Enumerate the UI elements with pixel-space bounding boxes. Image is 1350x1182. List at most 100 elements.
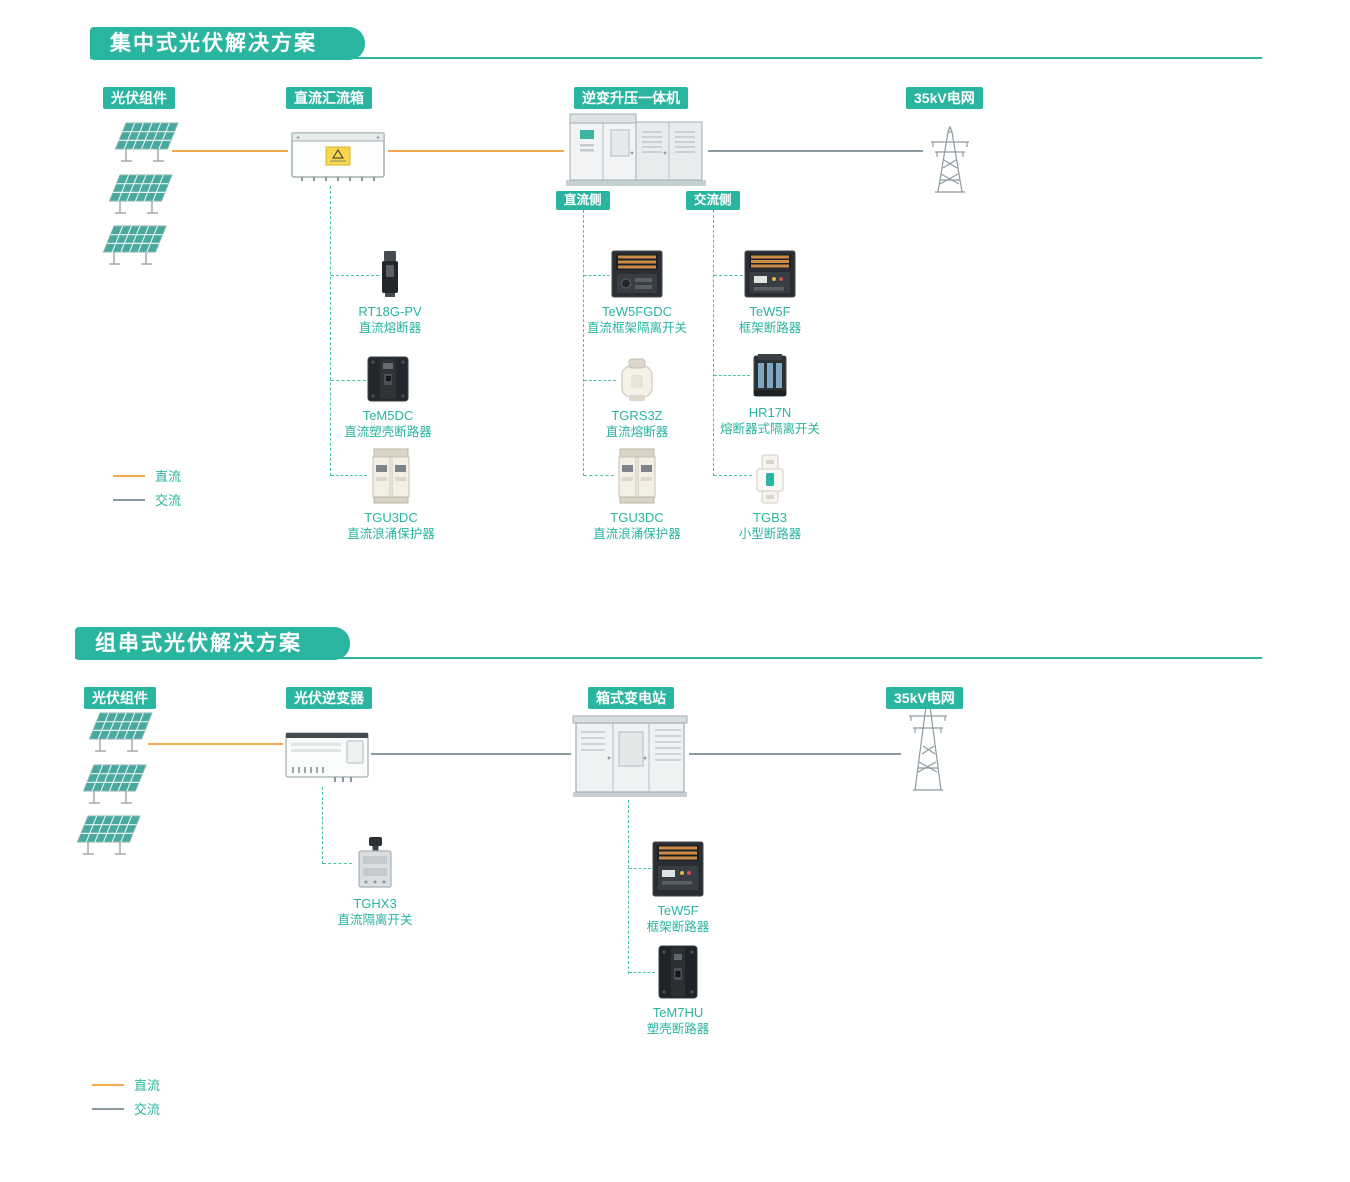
product-name: TGU3DC [364,510,418,525]
ac-line-inverter-to-substation [371,753,571,755]
tgrs3z-fuse-icon [582,355,692,405]
ac-line-inverter-to-grid [708,150,923,152]
section1-title: 集中式光伏解决方案 [90,27,365,60]
product-name: TGB3 [753,510,787,525]
product-desc: 熔断器式隔离开关 [719,422,820,436]
dashed-line-combiner-column [330,186,331,476]
ac-line-sample [92,1107,124,1110]
legend-ac-1: 交流 [113,490,181,509]
product-desc: 框架断路器 [646,920,710,934]
dashed-stub-a2 [331,380,366,381]
product-desc: 直流浪涌保护器 [593,527,681,541]
section2-title: 组串式光伏解决方案 [75,627,350,660]
section2-title-rule [75,657,1262,659]
station-label-grid-1: 35kV电网 [906,87,983,109]
product-name: TeW5FGDC [601,304,673,319]
legend-label-dc: 直流 [134,1078,161,1093]
dc-line-panels-to-combiner [172,150,288,152]
dashed-stub-b3 [584,475,614,476]
solar-panels-illustration-2 [70,710,154,870]
dc-line-combiner-to-inverter [388,150,564,152]
station-label-grid-2: 35kV电网 [886,687,963,709]
station-label-dc-combiner-box: 直流汇流箱 [286,87,372,109]
product-name: TeM7HU [652,1005,704,1020]
inverter-booster-station-illustration [564,108,708,195]
product-desc: 直流隔离开关 [337,913,413,927]
string-inverter-illustration [283,725,371,790]
tgb3-mini-breaker-icon [715,443,825,507]
dashed-stub-b2 [584,380,616,381]
dashed-stub-b1 [584,275,610,276]
dc-line-sample [113,474,145,477]
product-desc: 框架断路器 [738,321,802,335]
dashed-stub-c2 [714,375,750,376]
dashed-stub-d1 [323,863,352,864]
product-card-tem7hu: TeM7HU 塑壳断路器 [623,944,733,1037]
ac-line-sample [113,498,145,501]
product-name: HR17N [748,405,792,420]
product-name: TeW5F [657,903,699,918]
product-desc: 小型断路器 [738,527,802,541]
tgu3dc-surge-protector-icon [336,443,446,507]
grid-tower-illustration-2 [901,698,955,797]
ac-line-substation-to-grid [689,753,901,755]
station-label-box-substation: 箱式变电站 [588,687,674,709]
product-card-hr17n: HR17N 熔断器式隔离开关 [705,350,835,437]
product-card-tgu3dc-1: TGU3DC 直流浪涌保护器 [336,443,446,542]
product-card-tew5f-1: TeW5F 框架断路器 [710,249,830,336]
dashed-line-substation-column [628,800,629,974]
dashed-stub-c3 [714,475,752,476]
dashed-stub-a1 [331,275,379,276]
product-card-tew5fgdc: TeW5FGDC 直流框架隔离开关 [577,249,697,336]
product-name: TGU3DC [610,510,664,525]
product-card-tew5f-2: TeW5F 框架断路器 [618,838,738,935]
dashed-line-inverter-column [322,787,323,864]
dashed-stub-e1 [629,868,651,869]
product-card-tgb3: TGB3 小型断路器 [715,443,825,542]
product-card-tghx3: TGHX3 直流隔离开关 [320,835,430,928]
product-desc: 直流框架隔离开关 [586,321,687,335]
product-desc: 直流浪涌保护器 [347,527,435,541]
legend-dc-2: 直流 [92,1075,160,1094]
dashed-stub-c1 [714,275,743,276]
product-desc: 直流熔断器 [605,425,669,439]
tem5dc-breaker-icon [333,355,443,405]
dashed-stub-e2 [629,972,655,973]
solar-panels-illustration-1 [96,120,180,280]
hr17n-fuse-switch-icon [705,350,835,402]
product-name: RT18G-PV [358,304,422,319]
grid-tower-illustration-1 [921,125,979,199]
station-label-pv-modules-2: 光伏组件 [84,687,156,709]
product-card-tem5dc: TeM5DC 直流塑壳断路器 [333,355,443,440]
section1-title-rule [90,57,1262,59]
combiner-box-illustration [288,121,388,190]
product-card-tgrs3z: TGRS3Z 直流熔断器 [582,355,692,440]
product-name: TGHX3 [353,896,397,911]
product-desc: 塑壳断路器 [646,1022,710,1036]
dashed-stub-a3 [331,475,367,476]
product-name: TeW5F [749,304,791,319]
product-desc: 直流塑壳断路器 [344,425,432,439]
tgu3dc-surge-protector-icon [582,443,692,507]
tem7hu-breaker-icon [623,944,733,1002]
legend-dc-1: 直流 [113,466,181,485]
station-label-pv-modules-1: 光伏组件 [103,87,175,109]
station-label-inverter-booster: 逆变升压一体机 [574,87,688,109]
rt18g-pv-fuse-icon [335,249,445,301]
dashed-line-ac-side-column [713,210,714,476]
legend-ac-2: 交流 [92,1099,160,1118]
dc-line-panels-to-inverter [148,743,283,745]
dc-line-sample [92,1083,124,1086]
dashed-line-dc-side-column [583,210,584,476]
tew5f-breaker-icon [618,838,738,900]
station-label-pv-inverter: 光伏逆变器 [286,687,372,709]
ac-side-badge: 交流侧 [686,191,740,210]
legend-label-ac: 交流 [134,1102,161,1117]
product-desc: 直流熔断器 [358,321,422,335]
product-card-tgu3dc-2: TGU3DC 直流浪涌保护器 [582,443,692,542]
tew5f-breaker-icon [710,249,830,301]
tew5fgdc-switch-icon [577,249,697,301]
product-name: TeM5DC [362,408,414,423]
legend-label-ac: 交流 [155,493,182,508]
